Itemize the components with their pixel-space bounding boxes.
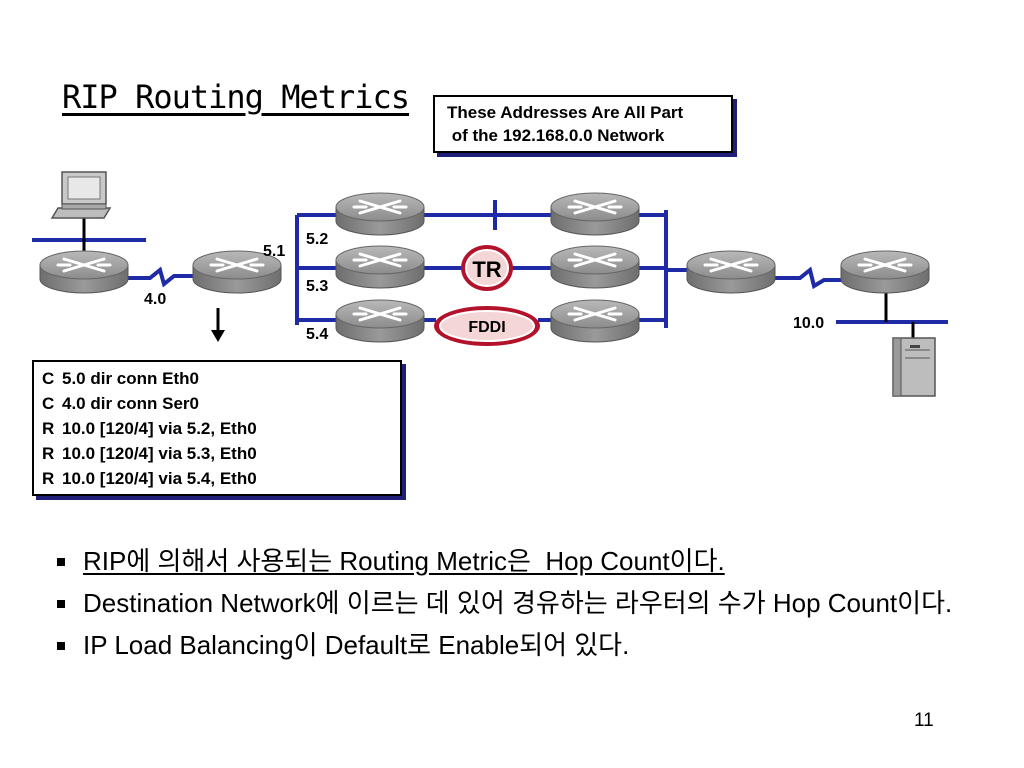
router-icon-5-2: [334, 191, 426, 237]
label-4-0: 4.0: [144, 291, 166, 308]
routing-table-row: R 10.0 [120/4] via 5.3, Eth0: [42, 441, 400, 466]
route-code: C: [42, 394, 55, 413]
route-code: R: [42, 469, 55, 488]
router-icon-right-top: [549, 191, 641, 237]
route-entry: 4.0 dir conn Ser0: [62, 394, 199, 413]
workstation-icon: [50, 171, 112, 219]
fddi-label: FDDI: [468, 319, 505, 336]
routing-table-row: R 10.0 [120/4] via 5.4, Eth0: [42, 466, 400, 491]
route-entry: 10.0 [120/4] via 5.3, Eth0: [62, 444, 257, 463]
label-5-1: 5.1: [263, 243, 285, 260]
router-icon-5-3: [334, 244, 426, 290]
route-code: R: [42, 444, 55, 463]
route-code: R: [42, 419, 55, 438]
bullet-item: IP Load Balancing이 Default로 Enable되어 있다.: [55, 629, 975, 662]
router-icon-right-bottom: [549, 298, 641, 344]
label-10-0: 10.0: [793, 315, 824, 332]
router-icon-far-right: [839, 249, 931, 295]
bullet-text: IP Load Balancing이 Default로 Enable되어 있다.: [83, 630, 630, 660]
router-icon-left: [38, 249, 130, 295]
routing-table-row: C 5.0 dir conn Eth0: [42, 366, 400, 391]
label-5-3: 5.3: [306, 278, 328, 295]
callout-line-1: These Addresses Are All Part: [447, 103, 684, 122]
bullet-item: Destination Network에 이르는 데 있어 경유하는 라우터의 …: [55, 587, 975, 620]
route-entry: 10.0 [120/4] via 5.2, Eth0: [62, 419, 257, 438]
serial-link-4-0: [120, 266, 200, 288]
server-icon: [892, 337, 936, 397]
route-entry: 10.0 [120/4] via 5.4, Eth0: [62, 469, 257, 488]
router-icon-right-mid: [549, 244, 641, 290]
bullet-text: Destination Network에 이르는 데 있어 경유하는 라우터의 …: [83, 588, 953, 618]
bullet-square-icon: [57, 642, 65, 650]
router-icon-5-4: [334, 298, 426, 344]
serial-link-10: [770, 266, 846, 290]
network-diagram: TR FDDI 5.1 5.2 5.3 5.4 4.0 10.0: [32, 171, 948, 397]
token-ring-icon: TR: [461, 245, 513, 291]
fddi-ring-icon: FDDI: [434, 306, 540, 346]
label-5-4: 5.4: [306, 326, 328, 343]
network-callout: These Addresses Are All Part of the 192.…: [433, 95, 733, 153]
callout-line-2: of the 192.168.0.0 Network: [447, 126, 665, 145]
down-arrow-icon: [211, 308, 225, 342]
bullet-text: RIP에 의해서 사용되는 Routing Metric은 Hop Count이…: [83, 546, 725, 576]
slide-title: RIP Routing Metrics: [62, 78, 410, 116]
route-code: C: [42, 369, 55, 388]
router-icon-core: [685, 249, 777, 295]
serial-links: [120, 266, 846, 290]
bullet-square-icon: [57, 600, 65, 608]
label-5-2: 5.2: [306, 231, 328, 248]
bullet-list: RIP에 의해서 사용되는 Routing Metric은 Hop Count이…: [55, 545, 975, 671]
route-entry: 5.0 dir conn Eth0: [62, 369, 199, 388]
routing-table-row: C 4.0 dir conn Ser0: [42, 391, 400, 416]
page-number: 11: [914, 710, 934, 731]
routing-table-row: R 10.0 [120/4] via 5.2, Eth0: [42, 416, 400, 441]
tr-label: TR: [472, 257, 501, 282]
bullet-square-icon: [57, 558, 65, 566]
bullet-item: RIP에 의해서 사용되는 Routing Metric은 Hop Count이…: [55, 545, 975, 578]
